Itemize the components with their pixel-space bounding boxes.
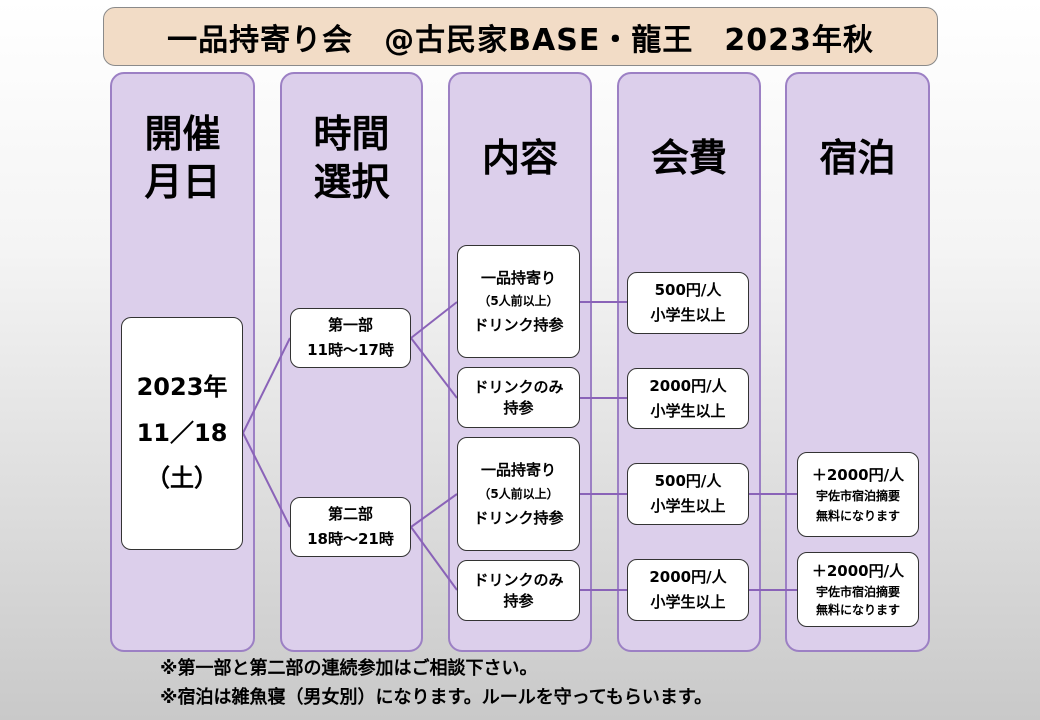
connector (242, 337, 291, 434)
content-line: （5人前以上） (478, 486, 559, 501)
fee-price: 2000円/人 (649, 376, 727, 395)
lodging-note: 宇佐市宿泊摘要 (815, 584, 900, 599)
fee-box-4: 2000円/人小学生以上 (627, 559, 749, 621)
lodging-price: ＋2000円/人 (811, 562, 905, 581)
connector (242, 432, 291, 528)
date-year: 2023年 (136, 373, 228, 402)
header-line: 月日 (144, 160, 221, 204)
connector (410, 337, 458, 399)
session-box-1: 第一部 11時～17時 (290, 308, 411, 368)
lodging-price: ＋2000円/人 (811, 466, 905, 485)
content-box-4: ドリンクのみ 持参 (457, 560, 580, 621)
connector (410, 493, 458, 528)
lodging-box-1: ＋2000円/人 宇佐市宿泊摘要 無料になります (797, 452, 919, 537)
column-content: 内容 (448, 72, 592, 652)
fee-box-3: 500円/人小学生以上 (627, 463, 749, 525)
content-line: ドリンク持参 (473, 316, 564, 334)
content-line: 一品持寄り (480, 268, 556, 287)
fee-note: 小学生以上 (650, 497, 726, 515)
session-time: 11時～17時 (307, 341, 394, 359)
date-day: 11／18 (136, 418, 228, 447)
session-time: 18時～21時 (307, 530, 394, 548)
date-weekday: （土） (146, 464, 218, 493)
lodging-note: 宇佐市宿泊摘要 (815, 489, 900, 504)
content-line: ドリンク持参 (473, 508, 564, 527)
fee-price: 500円/人 (654, 281, 722, 300)
session-box-2: 第二部 18時～21時 (290, 497, 411, 557)
session-name: 第一部 (327, 315, 373, 334)
fee-price: 500円/人 (654, 472, 722, 491)
lodging-box-2: ＋2000円/人 宇佐市宿泊摘要 無料になります (797, 552, 919, 627)
column-header-date: 開催月日 (112, 110, 253, 206)
header-line: 選択 (313, 160, 390, 204)
note-consecutive: ※第一部と第二部の連続参加はご相談下さい。 (160, 658, 538, 679)
column-header-time: 時間選択 (282, 110, 421, 206)
content-line: ドリンクのみ (473, 378, 564, 397)
connector (410, 301, 458, 339)
fee-price: 2000円/人 (649, 568, 727, 587)
fee-note: 小学生以上 (650, 593, 726, 611)
content-line: 一品持寄り (480, 461, 556, 480)
header-line: 時間 (313, 112, 390, 156)
content-box-2: ドリンクのみ 持参 (457, 367, 580, 428)
content-line: 持参 (503, 398, 534, 417)
content-box-1: 一品持寄り （5人前以上） ドリンク持参 (457, 245, 580, 358)
page-title: 一品持寄り会 @古民家BASE・龍王 2023年秋 (103, 7, 938, 66)
fee-box-2: 2000円/人小学生以上 (627, 368, 749, 429)
session-name: 第二部 (327, 504, 373, 523)
column-header-content: 内容 (481, 136, 558, 180)
content-line: ドリンクのみ (473, 571, 564, 590)
column-header-lodging: 宿泊 (819, 136, 896, 180)
date-box: 2023年 11／18 （土） (121, 317, 243, 550)
header-line: 開催 (144, 112, 221, 156)
content-line: （5人前以上） (478, 294, 559, 308)
note-lodging-rules: ※宿泊は雑魚寝（男女別）になります。ルールを守ってもらいます。 (160, 687, 713, 708)
lodging-note: 無料になります (815, 508, 900, 523)
fee-box-1: 500円/人小学生以上 (627, 272, 749, 334)
content-line: 持参 (503, 591, 534, 610)
column-header-fee: 会費 (650, 136, 727, 180)
fee-note: 小学生以上 (650, 401, 726, 420)
fee-note: 小学生以上 (650, 306, 726, 324)
connector (410, 526, 458, 591)
lodging-note: 無料になります (815, 602, 900, 617)
column-fee: 会費 (617, 72, 761, 652)
content-box-3: 一品持寄り （5人前以上） ドリンク持参 (457, 437, 580, 551)
